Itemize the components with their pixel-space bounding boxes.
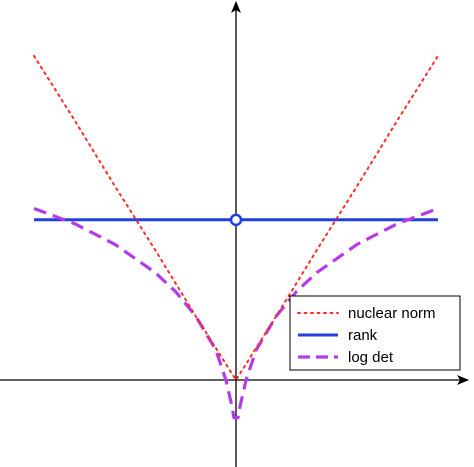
legend-label-log-det: log det: [348, 349, 394, 366]
legend: nuclear norm rank log det: [289, 295, 461, 371]
rank-marker-circle: [229, 213, 243, 227]
series-line-nuclear-norm: [33, 54, 439, 381]
legend-label-nuclear-norm: nuclear norm: [348, 305, 436, 322]
plot-area: [33, 54, 439, 420]
legend-label-rank: rank: [348, 327, 378, 344]
series-line-log-det: [33, 207, 439, 420]
